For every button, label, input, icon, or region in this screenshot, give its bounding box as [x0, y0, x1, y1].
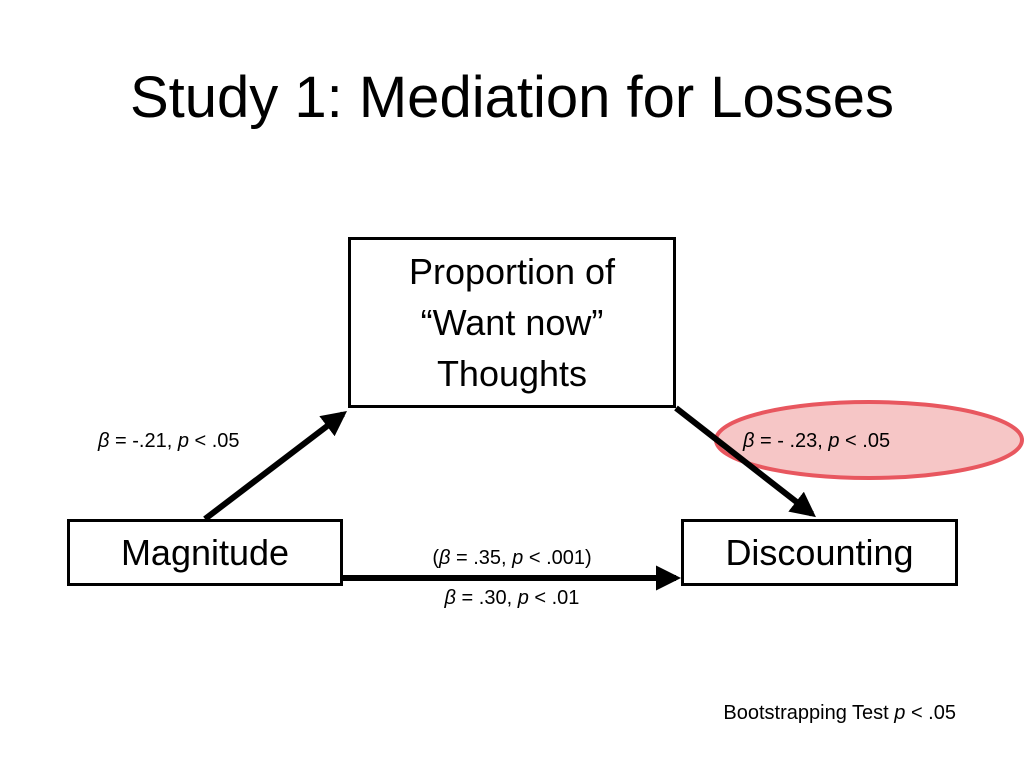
outcome-label: Discounting [725, 531, 914, 573]
p-value: < .01 [528, 587, 580, 609]
mediator-line-2: “Want now” [420, 302, 604, 343]
beta-value: = .35, [450, 547, 513, 569]
beta-symbol: β [743, 430, 755, 452]
p-symbol: p [894, 702, 906, 724]
open-paren: ( [432, 547, 439, 569]
mediator-box: Proportion of “Want now” Thoughts [348, 237, 676, 408]
outcome-box: Discounting [681, 519, 958, 586]
path-c-direct-label: β = .30, p < .01 [0, 586, 1024, 610]
predictor-label: Magnitude [120, 531, 290, 573]
path-c-total-label: (β = .35, p < .001) [0, 546, 1024, 570]
p-value: < .05 [839, 430, 891, 452]
beta-symbol: β [439, 547, 451, 569]
p-symbol: p [517, 587, 529, 609]
beta-value: = .30, [455, 587, 518, 609]
beta-symbol: β [444, 587, 456, 609]
mediator-line-3: Thoughts [436, 353, 588, 394]
bootstrapping-footnote: Bootstrapping Test p < .05 [723, 701, 956, 725]
beta-value: = -.21, [109, 430, 178, 452]
mediator-line-1: Proportion of [408, 251, 616, 292]
p-symbol: p [828, 430, 840, 452]
arrow-b [674, 405, 816, 518]
p-symbol: p [512, 547, 524, 569]
path-a-label: β = -.21, p < .05 [98, 429, 240, 453]
p-value: < .001) [523, 547, 592, 569]
p-value: < .05 [188, 430, 240, 452]
footnote-text: Bootstrapping Test [723, 702, 895, 724]
beta-symbol: β [98, 430, 110, 452]
predictor-box: Magnitude [67, 519, 343, 586]
slide-title: Study 1: Mediation for Losses [129, 65, 895, 130]
p-symbol: p [177, 430, 189, 452]
p-value: < .05 [905, 702, 956, 724]
path-b-label: β = - .23, p < .05 [743, 429, 890, 453]
beta-value: = - .23, [754, 430, 829, 452]
arrow-a [203, 410, 348, 522]
